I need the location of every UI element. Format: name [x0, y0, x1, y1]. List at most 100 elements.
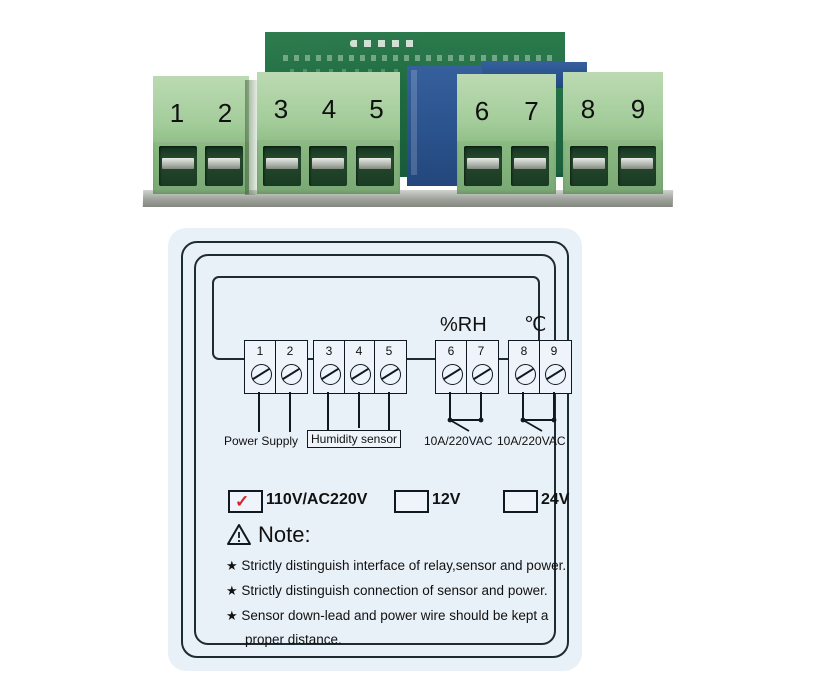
terminal-cell-1[interactable]: 1 — [245, 341, 276, 393]
terminal-label-6: 6 — [447, 344, 455, 358]
lead-wire-3 — [327, 392, 329, 432]
relay-switch-symbol-temp — [520, 417, 557, 432]
terminal-label-4: 4 — [355, 344, 363, 358]
terminal-port-6 — [464, 146, 502, 186]
pcb-via-dots — [350, 40, 420, 47]
terminal-block-8-9: 8 9 — [563, 72, 663, 194]
terminal-block-top — [563, 72, 663, 142]
terminal-number-6: 6 — [474, 96, 490, 126]
wiring-diagram-panel: %RH ℃ 1 2 Power Supply 3 4 — [168, 228, 582, 671]
voltage-checkbox-24v[interactable] — [503, 490, 538, 513]
screw-icon — [379, 364, 401, 385]
note-line-2: ★ Strictly distinguish connection of sen… — [226, 583, 548, 599]
voltage-label-24v: 24V — [541, 491, 570, 508]
screw-icon — [544, 364, 566, 385]
terminal-port-3 — [263, 146, 301, 186]
screw-icon — [280, 364, 302, 385]
voltage-checkbox-12v[interactable] — [394, 490, 429, 513]
note-line-4: proper distance. — [245, 632, 342, 647]
relay-switch-symbol-rh — [447, 417, 484, 432]
terminal-group-power-supply: 1 2 — [244, 340, 308, 394]
voltage-checkbox-110v-ac220v[interactable]: ✓ — [228, 490, 263, 513]
screw-bar — [266, 158, 298, 169]
relay-highlight — [411, 70, 417, 175]
relay-contact-base-temp — [522, 419, 554, 421]
terminal-cell-7[interactable]: 7 — [466, 341, 496, 393]
screw-bar — [467, 158, 499, 169]
screw-bar — [359, 158, 391, 169]
lead-wire-1 — [258, 392, 260, 432]
caption-temperature-relay-rating: 10A/220VAC — [497, 434, 566, 448]
terminal-port-1 — [159, 146, 197, 186]
screw-icon — [471, 364, 493, 385]
screw-bar — [514, 158, 546, 169]
terminal-number-2: 2 — [217, 98, 233, 128]
terminal-label-2: 2 — [286, 344, 294, 358]
terminal-number-7: 7 — [524, 96, 539, 126]
terminal-cell-9[interactable]: 9 — [539, 341, 569, 393]
lead-wire-8 — [522, 392, 524, 420]
terminal-port-4 — [309, 146, 347, 186]
terminal-number-8: 8 — [580, 94, 596, 124]
terminal-cell-2[interactable]: 2 — [275, 341, 305, 393]
note-line-3-text: Sensor down-lead and power wire should b… — [241, 608, 549, 623]
terminal-port-9 — [618, 146, 656, 186]
lead-wire-7 — [480, 392, 482, 420]
lead-wire-5 — [388, 392, 390, 432]
terminal-label-5: 5 — [385, 344, 393, 358]
lead-wire-9 — [553, 392, 555, 420]
note-line-1: ★ Strictly distinguish interface of rela… — [226, 558, 566, 574]
terminal-number-3: 3 — [273, 94, 289, 124]
terminal-cell-8[interactable]: 8 — [509, 341, 540, 393]
screw-bar — [162, 158, 194, 169]
group-header-temperature: ℃ — [524, 314, 547, 336]
terminal-block-6-7: 6 7 — [457, 74, 556, 194]
screw-bar — [573, 158, 605, 169]
terminal-label-1: 1 — [256, 344, 264, 358]
screw-icon — [319, 364, 341, 385]
screw-icon — [514, 364, 536, 385]
terminal-cell-3[interactable]: 3 — [314, 341, 345, 393]
group-header-humidity: %RH — [440, 314, 487, 336]
terminal-label-7: 7 — [477, 344, 485, 358]
terminal-block-3-4-5: 3 4 5 — [257, 72, 400, 194]
lead-wire-6 — [449, 392, 451, 420]
pcb-silkscreen — [283, 55, 553, 61]
note-line-3: ★ Sensor down-lead and power wire should… — [226, 608, 548, 624]
caption-humidity-sensor: Humidity sensor — [307, 430, 402, 448]
relay-contact-base-rh — [449, 419, 481, 421]
bullet-star-icon: ★ — [226, 558, 238, 573]
terminal-cell-4[interactable]: 4 — [344, 341, 375, 393]
terminal-block-1-2: 1 2 — [153, 76, 249, 194]
terminal-group-humidity-sensor: 3 4 5 — [313, 340, 407, 394]
lead-wire-4 — [358, 392, 360, 428]
voltage-label-110v-ac220v: 110V/AC220V — [266, 491, 368, 508]
terminal-label-9: 9 — [550, 344, 558, 358]
terminal-block-seam — [245, 80, 257, 195]
screw-icon — [441, 364, 463, 385]
terminal-number-4: 4 — [321, 94, 337, 124]
terminal-group-humidity-relay: 6 7 — [435, 340, 499, 394]
terminal-cell-6[interactable]: 6 — [436, 341, 467, 393]
terminal-label-8: 8 — [520, 344, 528, 358]
lead-wire-2 — [289, 392, 291, 432]
warning-triangle-icon — [227, 524, 251, 545]
screw-icon — [250, 364, 272, 385]
terminal-block-top — [153, 76, 249, 144]
caption-humidity-relay-rating: 10A/220VAC — [424, 434, 493, 448]
note-line-2-text: Strictly distinguish connection of senso… — [241, 583, 548, 598]
terminal-cell-5[interactable]: 5 — [374, 341, 404, 393]
panel-outer-border — [181, 241, 569, 658]
terminal-port-8 — [570, 146, 608, 186]
terminal-port-7 — [511, 146, 549, 186]
terminal-group-temperature-relay: 8 9 — [508, 340, 572, 394]
product-photo: 1 2 3 4 5 6 7 8 9 — [135, 22, 680, 217]
terminal-number-9: 9 — [630, 94, 646, 124]
note-line-1-text: Strictly distinguish interface of relay,… — [241, 558, 567, 573]
terminal-label-3: 3 — [325, 344, 333, 358]
terminal-port-5 — [356, 146, 394, 186]
panel-inner-border — [194, 254, 556, 645]
terminal-number-5: 5 — [369, 94, 384, 124]
screw-bar — [621, 158, 653, 169]
note-title: Note: — [258, 522, 311, 547]
